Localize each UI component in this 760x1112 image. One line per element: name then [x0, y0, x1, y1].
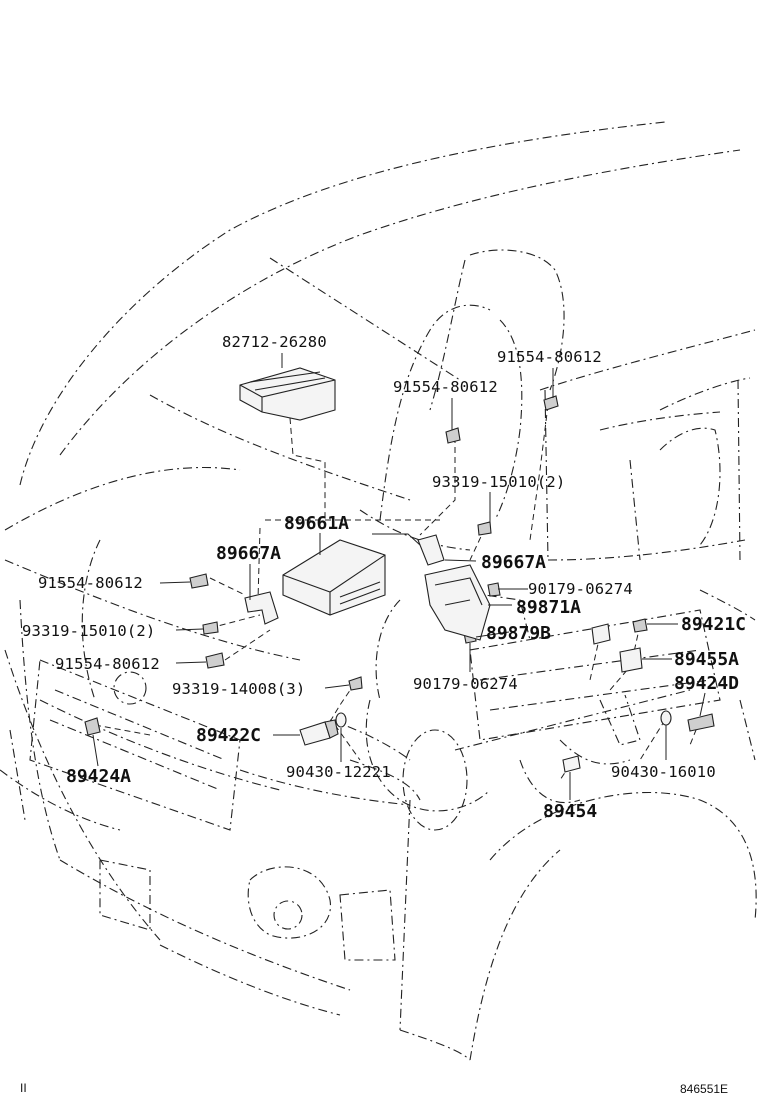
label-89871A: 89871A [516, 597, 581, 618]
label-89455A: 89455A [674, 649, 739, 670]
leader-lines [92, 353, 706, 800]
label-89454: 89454 [543, 801, 597, 822]
figure-code: 846551E [680, 1082, 728, 1096]
label-91554-80612-top-right: 91554-80612 [497, 348, 602, 366]
engine-ecu-part [282, 539, 386, 616]
label-89424D: 89424D [674, 673, 739, 694]
label-93319-15010-2-left: 93319-15010(2) [22, 622, 155, 640]
sensor-89424D-part [687, 713, 715, 732]
label-89424A: 89424A [66, 766, 131, 787]
label-89421C: 89421C [681, 614, 746, 635]
front-grille-outline [9, 659, 396, 961]
sensor-89455A-part [619, 647, 643, 673]
part-number-labels: 82712-26280 91554-80612 91554-80612 9331… [22, 333, 746, 822]
label-89667A-right: 89667A [481, 552, 546, 573]
bolt-parts [84, 395, 648, 736]
sensor-89422C-part [299, 719, 339, 746]
ecu-bracket-right-part [417, 534, 445, 566]
relay-block-part [239, 367, 336, 421]
label-89879B: 89879B [486, 623, 551, 644]
label-91554-80612-mid: 91554-80612 [393, 378, 498, 396]
label-90430-12221: 90430-12221 [286, 763, 391, 781]
label-90179-06274-upper: 90179-06274 [528, 580, 633, 598]
gasket-parts [335, 710, 672, 728]
footer-left-mark: II [20, 1081, 27, 1095]
sensor-bracket-part [424, 564, 491, 641]
engine-assembly-outline [329, 589, 721, 831]
label-93319-14008-3: 93319-14008(3) [172, 680, 305, 698]
sensor-89421C-part [591, 623, 611, 645]
ecu-bracket-left-part [244, 591, 279, 625]
label-93319-15010-2-right: 93319-15010(2) [432, 473, 565, 491]
label-90179-06274-lower: 90179-06274 [413, 675, 518, 693]
label-91554-80612-left-upper: 91554-80612 [38, 574, 143, 592]
vehicle-body-outline [0, 121, 757, 1061]
label-82712-26280: 82712-26280 [222, 333, 327, 351]
label-89661A: 89661A [284, 513, 349, 534]
sensor-89454-part [562, 755, 581, 773]
label-89422C: 89422C [196, 725, 261, 746]
label-89667A-left: 89667A [216, 543, 281, 564]
label-91554-80612-left-lower: 91554-80612 [55, 655, 160, 673]
label-90430-16010: 90430-16010 [611, 763, 716, 781]
seat-outline [359, 249, 721, 551]
